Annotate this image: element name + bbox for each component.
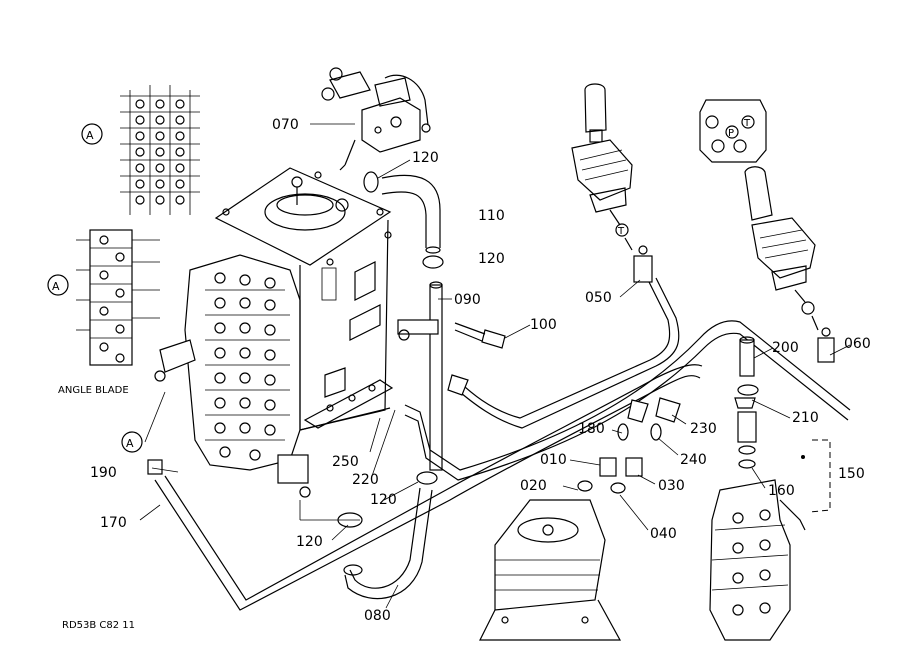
part-label-170: 170: [100, 515, 127, 531]
control-valve: [154, 254, 311, 498]
part-label-200: 200: [772, 340, 799, 356]
part-label-020: 020: [520, 478, 547, 494]
view-marker-a-2: A: [52, 280, 60, 293]
part-label-210: 210: [792, 410, 819, 426]
view-a-marker-lower: A: [121, 391, 166, 453]
part-labels: 070 120 110 120 090 100 050 060 200 210 …: [90, 117, 871, 624]
rotary-joint: [709, 479, 806, 641]
part-label-060: 060: [844, 336, 871, 352]
drawing-code: RD53B C82 11: [62, 620, 135, 631]
view-a-angle-blade: A ANGLE BLADE: [47, 229, 160, 396]
floor-housing: [214, 167, 394, 431]
part-label-080: 080: [364, 608, 391, 624]
part-label-230: 230: [690, 421, 717, 437]
hoses-center: [363, 171, 506, 471]
part-label-150: 150: [838, 466, 865, 482]
part-label-220: 220: [352, 472, 379, 488]
part-label-250: 250: [332, 454, 359, 470]
swing-motor: [479, 499, 622, 641]
leader-lines: [139, 123, 851, 609]
part-label-240: 240: [680, 452, 707, 468]
part-label-160: 160: [768, 483, 795, 499]
part-label-120-low: 120: [370, 492, 397, 508]
part-label-100: 100: [530, 317, 557, 333]
part-label-120-bottom: 120: [296, 534, 323, 550]
part-label-180: 180: [578, 421, 605, 437]
view-marker-a-1: A: [86, 129, 94, 142]
hose-080: [337, 471, 438, 600]
part-label-010: 010: [540, 452, 567, 468]
joystick-mark-top: T: [743, 118, 751, 129]
hose-170-route: [147, 364, 703, 611]
joystick-mark-left: T: [617, 226, 625, 237]
part-label-190: 190: [90, 465, 117, 481]
part-label-120-top: 120: [412, 150, 439, 166]
solenoid-valve: [321, 67, 431, 171]
part-label-070: 070: [272, 117, 299, 133]
view-marker-a-3: A: [126, 437, 134, 450]
hose-050-route: [447, 245, 680, 429]
joystick-left: T: [571, 83, 633, 251]
part-label-050: 050: [585, 290, 612, 306]
part-label-120-mid: 120: [478, 251, 505, 267]
fittings-center: [577, 397, 681, 494]
part-label-040: 040: [650, 526, 677, 542]
part-label-030: 030: [658, 478, 685, 494]
group-bracket-150: [809, 439, 831, 513]
part-label-110: 110: [478, 208, 505, 224]
pattern-mark: P: [728, 128, 734, 139]
joystick-right: P T: [699, 99, 819, 331]
part-label-090: 090: [454, 292, 481, 308]
view-a-upper: A: [81, 85, 200, 215]
fittings-right: [734, 336, 805, 469]
angle-blade-label: ANGLE BLADE: [58, 385, 129, 396]
